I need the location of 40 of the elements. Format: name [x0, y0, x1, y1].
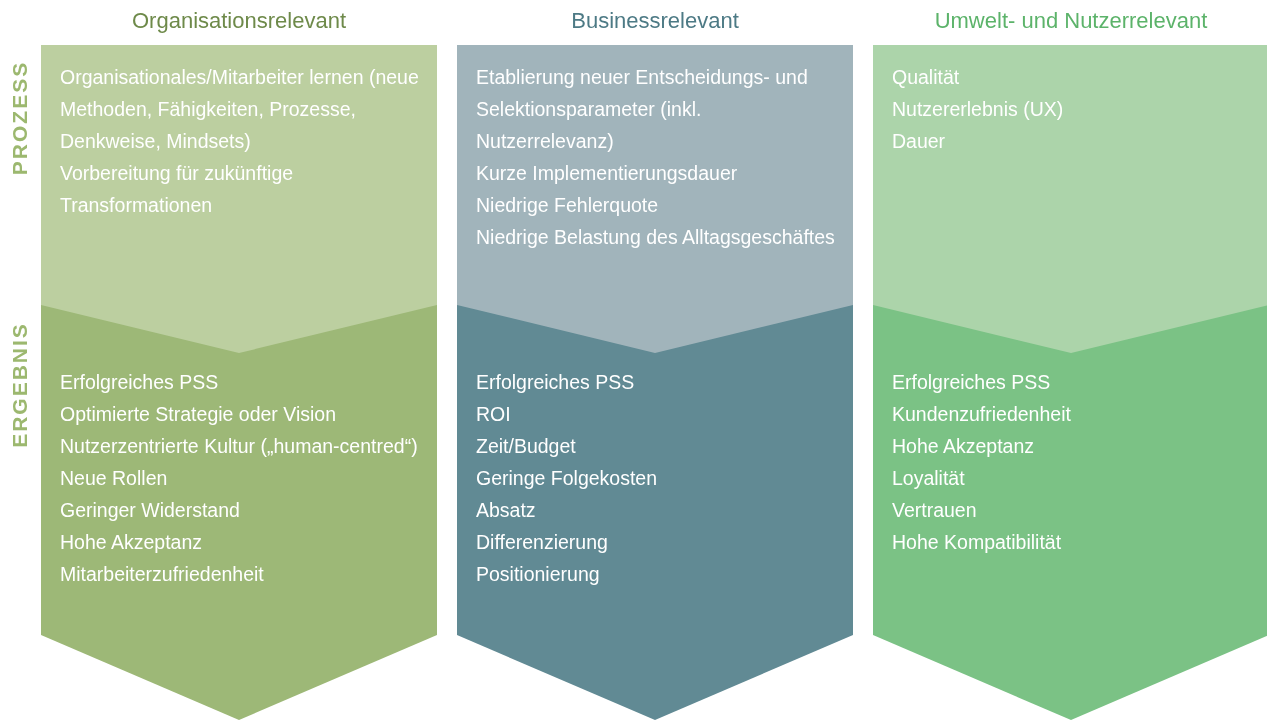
list-item: Kurze Implementierungsdauer [476, 161, 739, 186]
column-heading: Organisationsrelevant [131, 7, 347, 35]
result-chevron [41, 305, 437, 720]
list-item: Organisationales/Mitarbeiter lernen (neue Methoden, Fähigkeiten, Prozesse, Denkweise, Mindsets) [60, 65, 420, 154]
row-label: ERGEBNIS [7, 322, 32, 448]
row-label: PROZESS [8, 60, 33, 176]
list-item: Vertrauen [892, 498, 978, 523]
chevron-arrow [873, 305, 1267, 353]
list-item: Hohe Kompatibilität [892, 530, 1063, 555]
list-item: Differenzierung [476, 530, 609, 555]
column-heading: Umwelt- und Nutzerrelevant [933, 7, 1209, 35]
list-item: Erfolgreiches PSS [476, 370, 636, 395]
list-item: Niedrige Fehlerquote [476, 193, 660, 218]
list-item: Hohe Akzeptanz [60, 530, 203, 555]
list-item: Hohe Akzeptanz [892, 434, 1035, 459]
list-item: Niedrige Belastung des Alltagsgeschäftes [476, 225, 836, 250]
list-item: Positionierung [476, 562, 601, 587]
list-item: Zeit/Budget [476, 434, 577, 459]
column-heading: Businessrelevant [570, 7, 740, 35]
list-item: Absatz [476, 498, 537, 523]
list-item: ROI [476, 402, 512, 427]
list-item: Neue Rollen [60, 466, 169, 491]
list-item: Optimierte Strategie oder Vision [60, 402, 338, 427]
list-item: Loyalität [892, 466, 966, 491]
chevron-arrow [41, 305, 437, 353]
list-item: Nutzererlebnis (UX) [892, 97, 1065, 122]
list-item: Geringe Folgekosten [476, 466, 659, 491]
list-item: Vorbereitung für zukünftige Transformationen [60, 161, 295, 218]
list-item: Nutzerzentrierte Kultur („human-centred“) [60, 434, 419, 459]
result-chevron [873, 305, 1267, 720]
list-item: Erfolgreiches PSS [60, 370, 220, 395]
list-item: Erfolgreiches PSS [892, 370, 1052, 395]
list-item: Qualität [892, 65, 961, 90]
list-item: Dauer [892, 129, 947, 154]
list-item: Kundenzufriedenheit [892, 402, 1072, 427]
chevron-arrow [457, 305, 853, 353]
result-chevron [457, 305, 853, 720]
list-item: Mitarbeiterzufriedenheit [60, 562, 265, 587]
list-item: Etablierung neuer Entscheidungs- und Selektionsparameter (inkl. Nutzerrelevanz) [476, 65, 809, 154]
list-item: Geringer Widerstand [60, 498, 241, 523]
